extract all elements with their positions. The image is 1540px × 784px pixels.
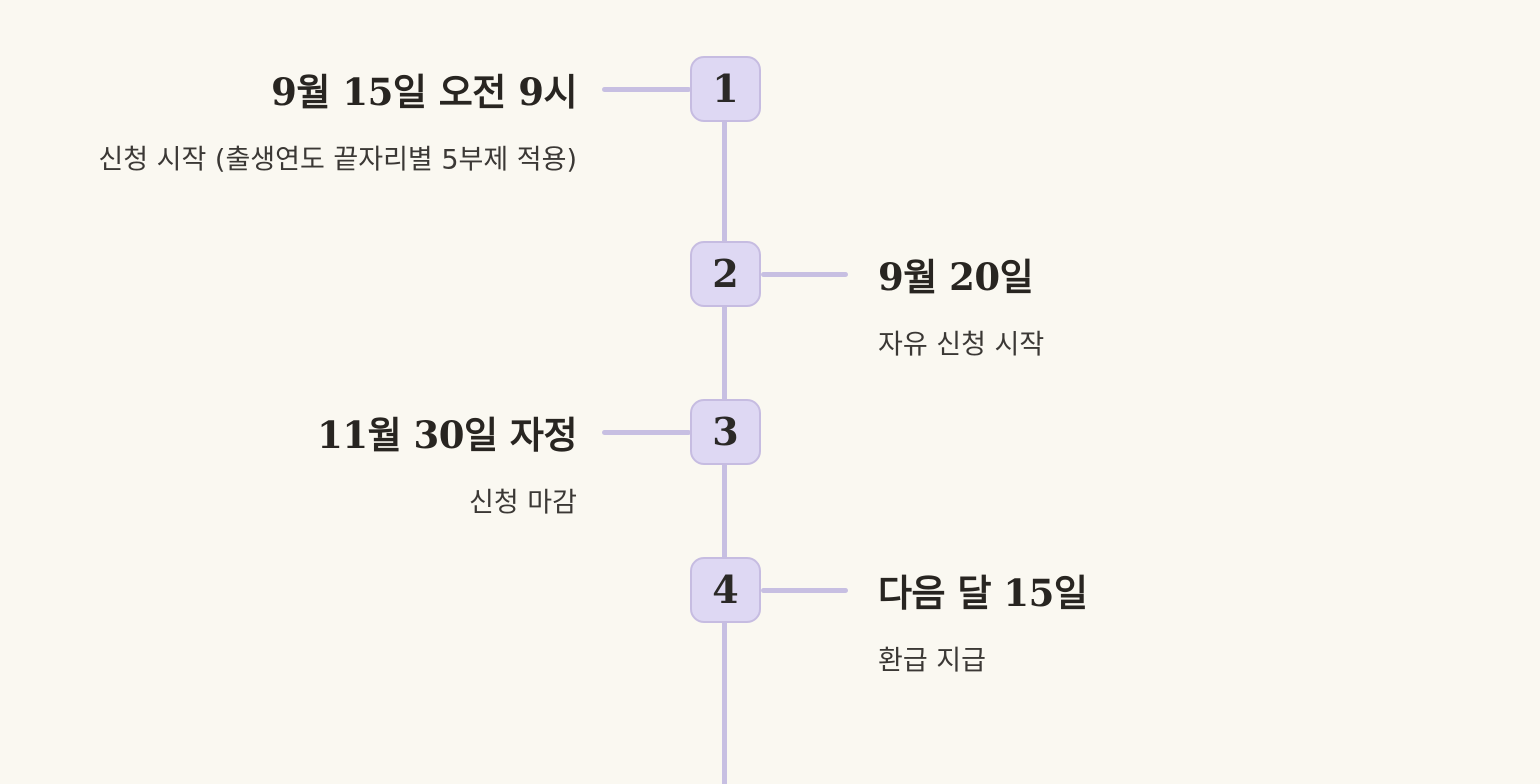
milestone-subtitle-2: 자유 신청 시작 [878, 329, 1045, 361]
node-number-1: 1 [712, 66, 739, 111]
timeline-node-1: 1 [690, 56, 761, 122]
milestone-subtitle-1: 신청 시작 (출생연도 끝자리별 5부제 적용) [98, 144, 577, 176]
timeline-node-4: 4 [690, 557, 761, 623]
node-number-2: 2 [712, 251, 739, 296]
milestone-title-3: 11월 30일 자정 [317, 413, 577, 457]
connector-line-3 [602, 430, 691, 435]
timeline-node-2: 2 [690, 241, 761, 307]
node-number-4: 4 [712, 567, 739, 612]
milestone-title-1: 9월 15일 오전 9시 [271, 70, 577, 114]
milestone-title-4: 다음 달 15일 [878, 571, 1088, 615]
connector-line-2 [761, 272, 848, 277]
node-number-3: 3 [712, 409, 739, 454]
connector-line-1 [602, 87, 691, 92]
connector-line-4 [761, 588, 848, 593]
timeline-node-3: 3 [690, 399, 761, 465]
milestone-title-2: 9월 20일 [878, 255, 1034, 299]
milestone-subtitle-4: 환급 지급 [878, 645, 986, 677]
milestone-subtitle-3: 신청 마감 [469, 487, 577, 519]
